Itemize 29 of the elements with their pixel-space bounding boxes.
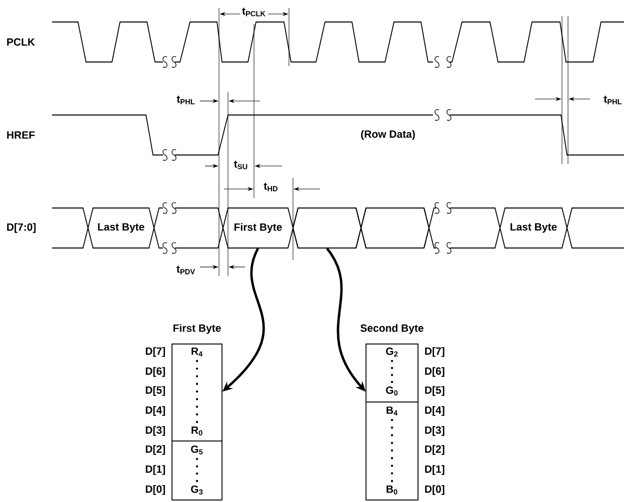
timing-label: t$_{PHL}$ [604, 96, 622, 104]
bit-label: D[1] [146, 465, 165, 475]
timing-label: t$_{PCLK}$ [242, 8, 266, 16]
timing-label: t$_{PHL}$ [176, 96, 195, 104]
bit-label: D[4] [425, 406, 444, 416]
bit-label: D[3] [146, 426, 165, 436]
bit-label: D[3] [425, 426, 444, 436]
signal-name: D[7:0] [7, 223, 36, 233]
timing-label: t$_{SU}$ [234, 160, 248, 170]
register-cell: R$_{4}$ R$_{0}$ [172, 344, 222, 442]
timing-label: t$_{PDV}$ [176, 266, 196, 274]
data-slot [360, 208, 430, 248]
data-byte: Last Byte [98, 223, 144, 233]
signal-name: HREF [7, 131, 35, 139]
bit-label: D[6] [425, 367, 444, 377]
bit-label: D[2] [146, 445, 165, 455]
signal-name: PCLK [7, 38, 35, 46]
box-heading: First Byte [174, 324, 221, 334]
data-slot [292, 208, 362, 248]
bit-label: D[4] [146, 406, 165, 416]
bit-label: D[5] [425, 386, 444, 396]
data-byte: Last Byte [510, 223, 557, 233]
register-cell: G$_{2}$ G$_{0}$ [366, 344, 418, 402]
box-heading: Second Byte [360, 324, 424, 334]
timing-label: t$_{HD}$ [264, 182, 278, 192]
waveform-label: (Row Data) [361, 130, 415, 140]
register-cell: G$_{5}$ G$_{3}$ [172, 440, 222, 500]
register-cell: B$_{4}$ B$_{0}$ [366, 402, 418, 500]
data-byte: First Byte [234, 223, 282, 233]
